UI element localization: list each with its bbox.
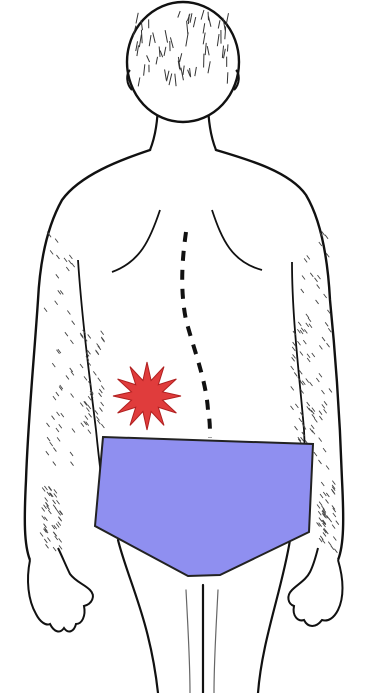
head [127,2,239,122]
hair-stroke [227,72,228,83]
